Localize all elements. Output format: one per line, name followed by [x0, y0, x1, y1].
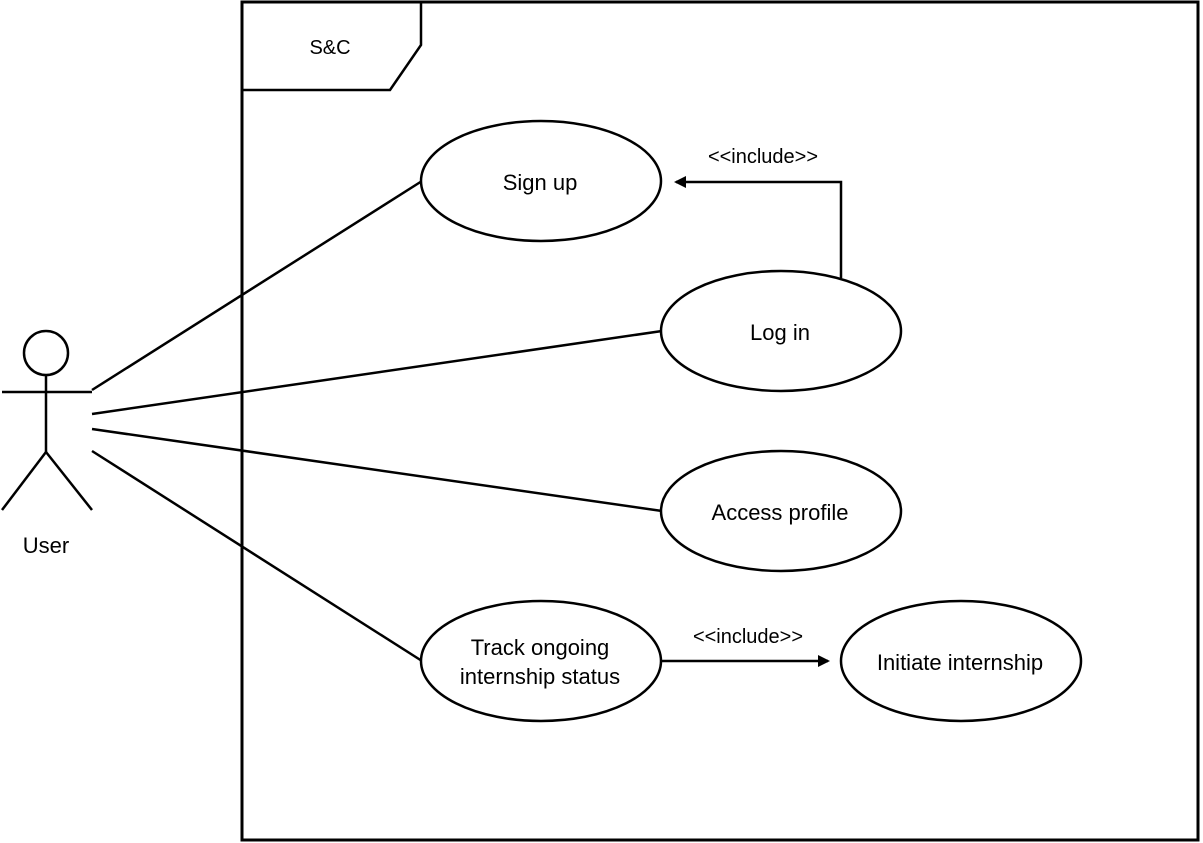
- use-case-shape: [659, 449, 903, 573]
- use-case-track-internship[interactable]: Track ongoing internship status: [419, 599, 663, 723]
- use-case-shape: [419, 119, 663, 243]
- system-name: S&C: [309, 37, 350, 59]
- association-access-profile: [91, 427, 663, 513]
- use-case-shape: [419, 599, 663, 723]
- use-case-label-line1: Track ongoing: [471, 635, 610, 660]
- use-case-login[interactable]: Log in: [659, 269, 903, 393]
- association-signup: [91, 179, 423, 392]
- actor-user: User: [1, 329, 93, 558]
- use-case-initiate-internship[interactable]: Initiate internship: [839, 599, 1083, 723]
- actor-name: User: [23, 533, 69, 558]
- system-boundary: S&C: [240, 0, 1200, 842]
- actor-right-leg: [45, 451, 93, 511]
- associations: [91, 179, 663, 663]
- use-case-label: Log in: [750, 320, 810, 345]
- include-track-initiate: <<include>>: [662, 626, 830, 667]
- actor-left-leg: [1, 451, 47, 511]
- association-track: [91, 449, 423, 663]
- include-login-signup: <<include>>: [674, 146, 843, 278]
- use-case-shape: [659, 269, 903, 393]
- use-case-signup[interactable]: Sign up: [419, 119, 663, 243]
- use-case-access-profile[interactable]: Access profile: [659, 449, 903, 573]
- use-case-label: Access profile: [712, 500, 849, 525]
- actor-head: [22, 329, 70, 377]
- include-label: <<include>>: [708, 146, 818, 168]
- use-case-label: Initiate internship: [877, 650, 1043, 675]
- use-case-label: Sign up: [503, 170, 578, 195]
- include-label: <<include>>: [693, 626, 803, 648]
- association-login: [91, 329, 663, 416]
- use-case-shape: [839, 599, 1083, 723]
- frame-tab: [242, 2, 423, 92]
- include-connector: [674, 176, 843, 278]
- use-case-label-line2: internship status: [460, 664, 620, 689]
